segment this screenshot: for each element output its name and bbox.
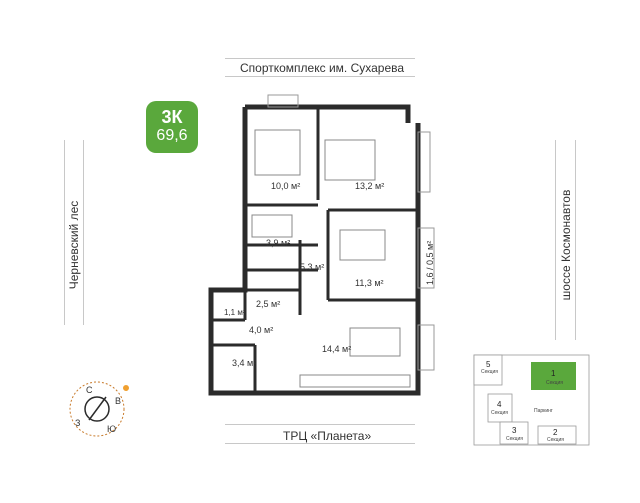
window-right-3 [417, 324, 435, 371]
parking-label: Паркинг [534, 408, 553, 414]
section-2-number: 2 [553, 428, 558, 437]
compass-center [84, 396, 110, 422]
window-right-2 [417, 227, 435, 289]
section-4-number: 4 [497, 400, 502, 409]
dining-table [349, 327, 401, 357]
section-2-block [537, 425, 577, 445]
section-1-caption: Секция [546, 380, 563, 386]
room-area-storage: 1,1 м² [224, 308, 246, 317]
balcony-top [267, 94, 299, 108]
top-street-label: Спорткомплекс им. Сухарева [240, 61, 405, 75]
bed-2 [324, 139, 376, 181]
section-5-caption: Секция [481, 369, 498, 375]
room-area-bathroom: 3,9 м² [266, 238, 290, 248]
room-area-balcony: 1,6 / 0,5 м² [425, 241, 435, 285]
section-2-caption: Секция [547, 437, 564, 443]
compass-west: З [75, 418, 80, 428]
bottom-street-line [225, 424, 415, 425]
right-street-line-2 [575, 140, 576, 340]
apartment-type: 3К [161, 107, 183, 127]
section-4-block [487, 393, 513, 423]
sun-icon [123, 385, 129, 391]
top-street-line [225, 58, 415, 59]
apartment-badge: 3К 69,6 [146, 101, 198, 153]
section-3-number: 3 [512, 426, 517, 435]
kitchen-counter [299, 374, 411, 388]
section-1-number: 1 [551, 369, 556, 378]
top-street-line-2 [225, 76, 415, 77]
compass: С В Ю З [69, 381, 129, 437]
bathtub [251, 214, 293, 238]
room-area-wc: 3,4 м² [232, 358, 256, 368]
section-3-block [499, 421, 529, 445]
section-3-caption: Секция [506, 436, 523, 442]
desk [339, 229, 386, 261]
window-right-1 [417, 131, 431, 193]
outer-wall [208, 104, 421, 396]
site-plan: 1 Секция 2 Секция 3 Секция 4 Секция 5 Се… [473, 354, 590, 446]
left-street-line [64, 140, 65, 325]
compass-circle [69, 381, 125, 437]
bottom-street-line-2 [225, 443, 415, 444]
left-street-line-2 [83, 140, 84, 325]
section-5-block [473, 354, 503, 386]
room-area-hallway: 5,3 м² [300, 262, 324, 272]
site-plan-outline [473, 354, 590, 446]
compass-needle [88, 396, 107, 421]
section-1-block [531, 362, 576, 390]
bottom-street-label: ТРЦ «Планета» [283, 429, 372, 443]
room-area-kitchen-living: 14,4 м² [322, 344, 351, 354]
room-area-wardrobe: 2,5 м² [256, 299, 280, 309]
room-area-entrance: 4,0 м² [249, 325, 273, 335]
room-area-bedroom-1: 10,0 м² [271, 181, 300, 191]
section-4-caption: Секция [491, 410, 508, 416]
apartment-area: 69,6 [156, 127, 188, 144]
compass-east: В [115, 396, 121, 406]
interior-wall [211, 107, 418, 393]
right-street-line [555, 140, 556, 340]
room-area-bedroom-3: 11,3 м² [355, 278, 384, 288]
section-5-number: 5 [486, 360, 491, 369]
room-area-bedroom-2: 13,2 м² [355, 181, 384, 191]
compass-north: С [86, 385, 93, 395]
bed-1 [254, 129, 301, 176]
compass-south: Ю [107, 424, 116, 434]
